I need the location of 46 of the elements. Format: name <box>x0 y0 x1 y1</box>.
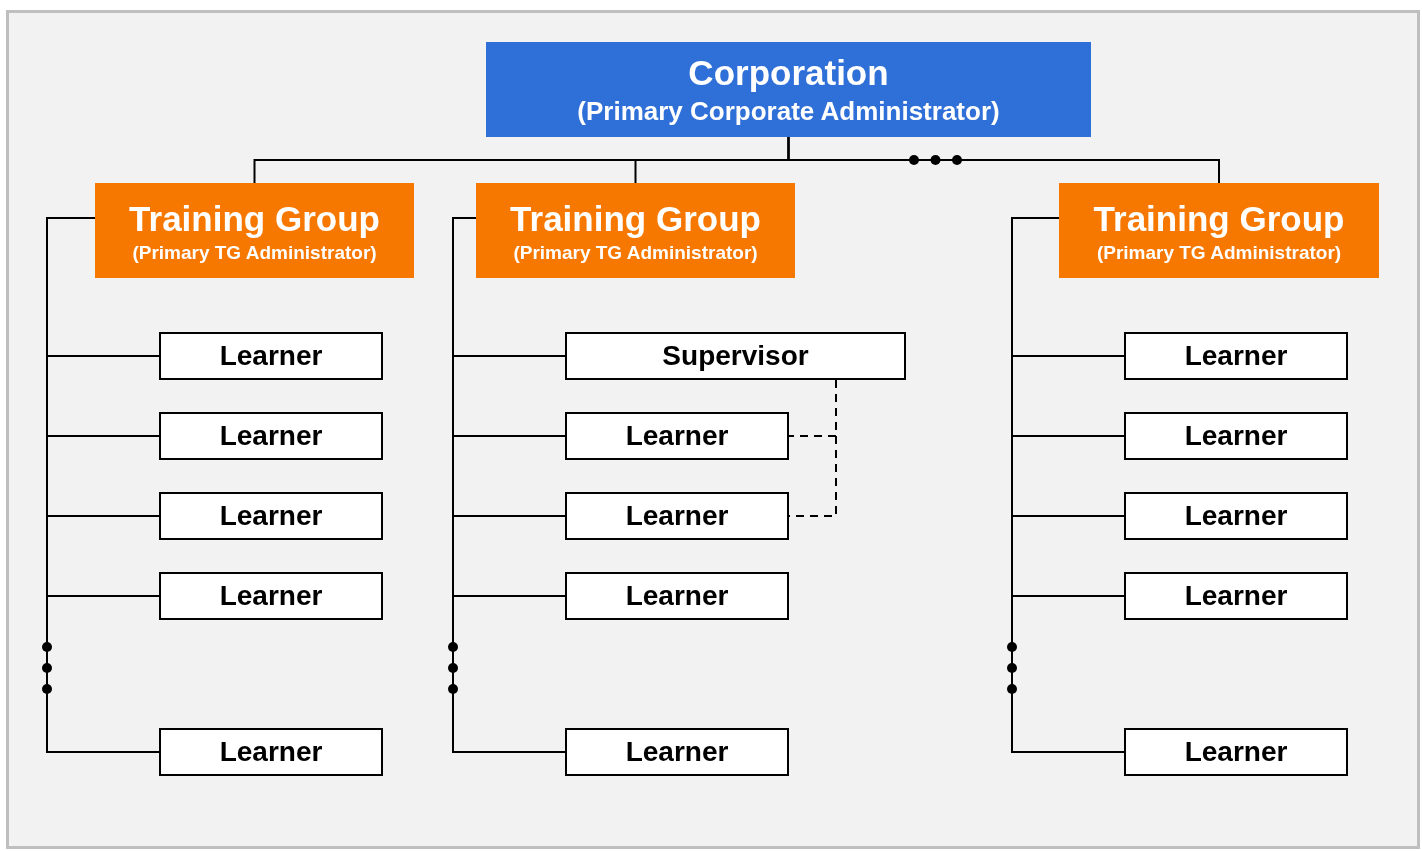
role-box <box>1124 572 1348 620</box>
role-box <box>1124 728 1348 776</box>
role-label: Learner <box>625 419 729 453</box>
role-label: Learner <box>219 499 323 533</box>
role-label: Learner <box>625 735 729 769</box>
role-label: Learner <box>1184 339 1288 373</box>
box-title: Training Group <box>1093 197 1345 240</box>
role-label: Learner <box>625 499 729 533</box>
role-label: Learner <box>219 339 323 373</box>
connector-line <box>46 217 160 753</box>
role-label: Learner <box>625 579 729 613</box>
role-label: Learner <box>1184 735 1288 769</box>
box-title: Corporation <box>688 52 889 95</box>
box-title: Training Group <box>129 197 380 240</box>
role-label: Learner <box>1184 579 1288 613</box>
connector-line <box>787 136 1220 184</box>
group-box <box>476 183 795 278</box>
group-box <box>1059 183 1379 278</box>
role-box <box>159 332 383 380</box>
role-label: Learner <box>219 735 323 769</box>
role-label: Learner <box>219 419 323 453</box>
box-title: Training Group <box>510 197 761 240</box>
role-box <box>565 492 789 540</box>
box-subtitle: (Primary Corporate Administrator) <box>577 95 1000 128</box>
connector-line <box>452 217 566 753</box>
role-label: Learner <box>1184 499 1288 533</box>
group-box <box>95 183 414 278</box>
role-box <box>159 492 383 540</box>
box-subtitle: (Primary TG Administrator) <box>513 240 758 265</box>
role-label: Learner <box>1184 419 1288 453</box>
box-subtitle: (Primary TG Administrator) <box>1096 240 1342 265</box>
role-box <box>1124 492 1348 540</box>
role-box <box>565 572 789 620</box>
role-label: Supervisor <box>662 339 809 373</box>
role-box <box>159 728 383 776</box>
role-box <box>565 332 906 380</box>
role-box <box>159 412 383 460</box>
box-subtitle: (Primary TG Administrator) <box>132 240 377 265</box>
root-box <box>486 42 1091 137</box>
role-box <box>565 728 789 776</box>
role-box <box>1124 412 1348 460</box>
role-label: Learner <box>219 579 323 613</box>
role-box <box>1124 332 1348 380</box>
role-box <box>159 572 383 620</box>
connector-line <box>1011 217 1125 753</box>
role-box <box>565 412 789 460</box>
